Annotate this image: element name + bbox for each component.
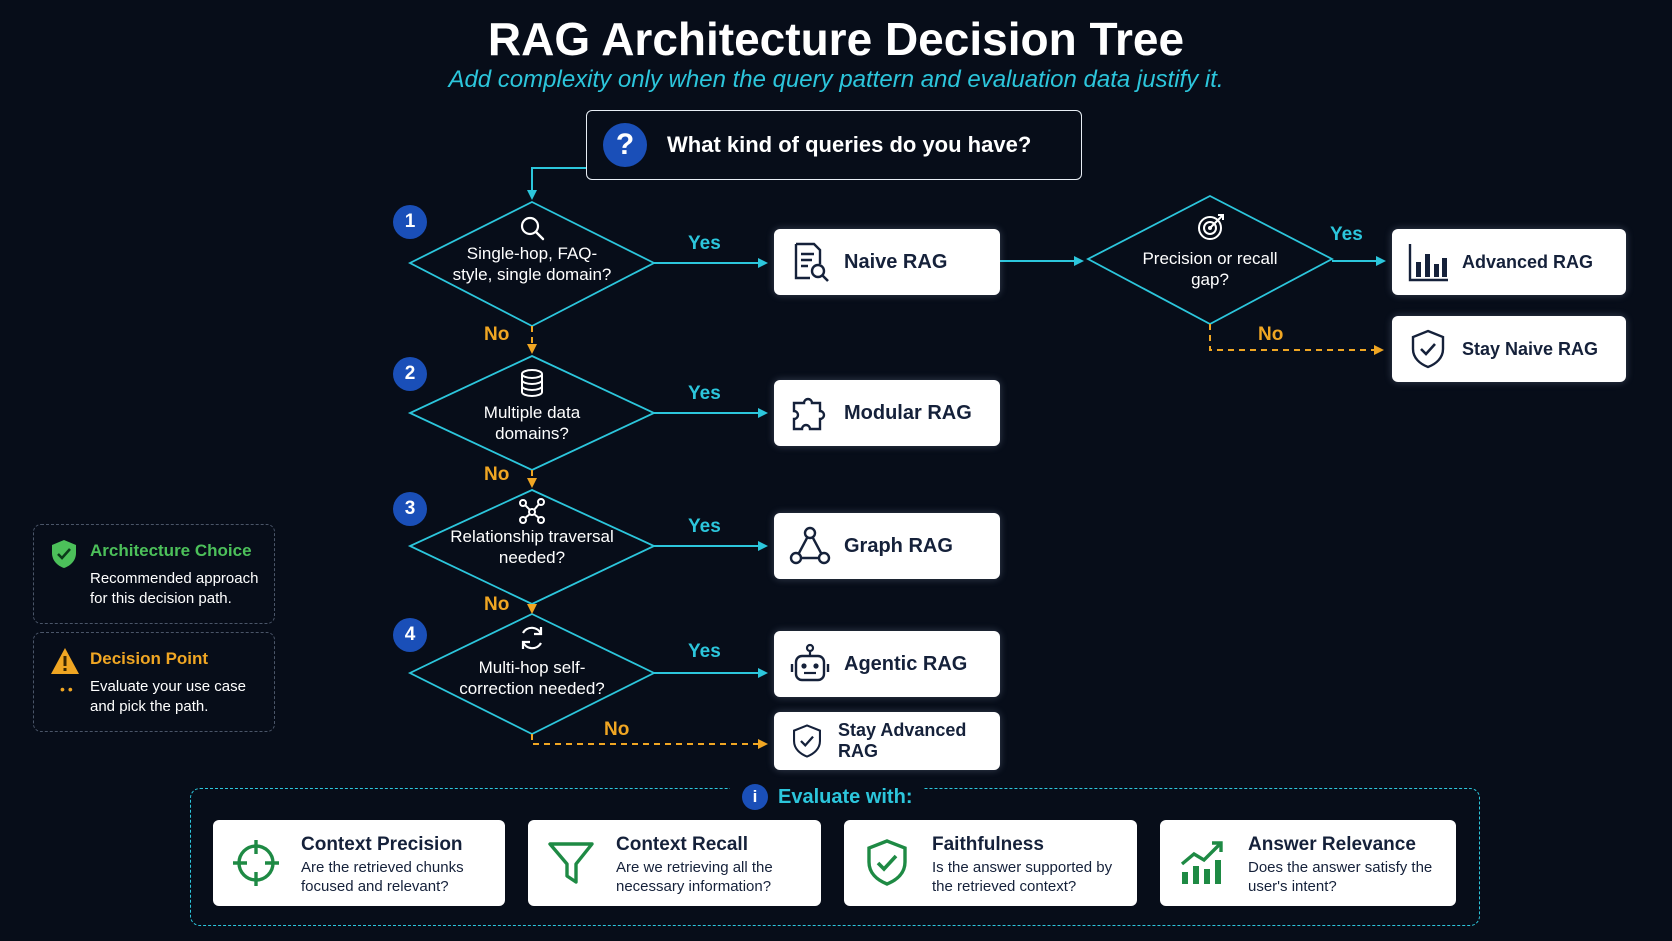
decision-text-2: Multiple data domains? [483, 403, 581, 443]
outcome-label: Graph RAG [844, 534, 953, 557]
dots-decoration: •• [60, 681, 76, 697]
no-label-5: No [1258, 324, 1284, 345]
graph-nodes-icon [519, 498, 545, 524]
robot-icon [790, 643, 830, 682]
metric-title: Context Precision [301, 834, 463, 855]
outcome-stay-naive-rag: Stay Naive RAG [1392, 316, 1626, 382]
info-icon: i [742, 784, 768, 810]
decision-text-1: Single-hop, FAQ-style, single domain? [452, 244, 612, 284]
refresh-icon [521, 626, 543, 650]
shield-check-icon [867, 839, 907, 886]
puzzle-icon [792, 397, 826, 431]
database-icon [521, 369, 543, 397]
yes-label-5: Yes [1330, 224, 1363, 245]
shield-check-icon [1411, 329, 1445, 369]
legend-description: Recommended approach for this decision p… [90, 570, 259, 607]
no-label-4: No [604, 719, 630, 740]
outcome-label: Modular RAG [844, 401, 972, 424]
shield-check-icon [52, 540, 76, 568]
yes-label-4: Yes [688, 641, 721, 662]
yes-label-3: Yes [688, 516, 721, 537]
legend-decision-point: •• Decision Point Evaluate your use case… [33, 632, 275, 732]
outcome-stay-advanced-rag: Stay Advanced RAG [774, 712, 1000, 770]
legend-description: Evaluate your use case and pick the path… [90, 678, 246, 715]
legend-title: Decision Point [90, 649, 209, 668]
filter-icon [548, 842, 594, 884]
legend-architecture-choice: Architecture Choice Recommended approach… [33, 524, 275, 624]
metric-faithfulness: Faithfulness Is the answer supported by … [844, 820, 1137, 906]
warning-icon [51, 648, 79, 674]
search-icon [520, 216, 545, 241]
trend-chart-icon [1180, 841, 1223, 884]
decision-text-5: Precision or recall gap? [1142, 249, 1278, 289]
metric-description: Does the answer satisfy the user's inten… [1248, 859, 1433, 895]
shield-check-icon [793, 724, 821, 758]
connector-no-4 [531, 734, 768, 749]
metric-context-recall: Context Recall Are we retrieving all the… [528, 820, 821, 906]
evaluate-header: i Evaluate with: [730, 784, 925, 810]
outcome-agentic-rag: Agentic RAG [774, 631, 1000, 697]
outcome-label: Agentic RAG [844, 652, 968, 675]
no-label-1: No [484, 324, 510, 345]
connector-no-5 [1209, 324, 1384, 355]
page-subtitle: Add complexity only when the query patte… [448, 66, 1224, 93]
outcome-label: Naive RAG [844, 250, 948, 273]
outcome-label: Advanced RAG [1462, 251, 1594, 272]
connector-start [527, 167, 586, 200]
no-label-3: No [484, 594, 510, 615]
metric-title: Context Recall [616, 834, 748, 855]
document-search-icon [794, 242, 829, 282]
metric-description: Are we retrieving all the necessary info… [616, 859, 773, 895]
outcome-label: Stay Advanced RAG [838, 720, 967, 761]
metric-description: Is the answer supported by the retrieved… [932, 859, 1113, 895]
question-icon: ? [603, 123, 647, 167]
outcome-modular-rag: Modular RAG [774, 380, 1000, 446]
decision-text-4: Multi-hop self-correction needed? [459, 658, 605, 698]
metric-title: Answer Relevance [1248, 834, 1416, 855]
step-number-3: 3 [393, 492, 427, 526]
page-title: RAG Architecture Decision Tree [487, 13, 1185, 65]
metric-context-precision: Context Precision Are the retrieved chun… [213, 820, 505, 906]
target-icon [1198, 214, 1224, 240]
start-question-box: ? What kind of queries do you have? [586, 110, 1082, 180]
no-label-2: No [484, 464, 510, 485]
metric-description: Are the retrieved chunks focused and rel… [301, 859, 464, 895]
metric-answer-relevance: Answer Relevance Does the answer satisfy… [1160, 820, 1456, 906]
outcome-advanced-rag: Advanced RAG [1392, 229, 1626, 295]
yes-label-1: Yes [688, 233, 721, 254]
step-number-4: 4 [393, 618, 427, 652]
step-number-1: 1 [393, 205, 427, 239]
network-icon [789, 526, 831, 565]
legend-title: Architecture Choice [90, 541, 252, 560]
outcome-label: Stay Naive RAG [1462, 338, 1599, 359]
evaluate-title: Evaluate with: [778, 785, 913, 808]
yes-label-2: Yes [688, 383, 721, 404]
metric-title: Faithfulness [932, 834, 1044, 855]
decision-text-3: Relationship traversal needed? [450, 527, 614, 567]
outcome-naive-rag: Naive RAG [774, 229, 1000, 295]
outcome-graph-rag: Graph RAG [774, 513, 1000, 579]
start-question-text: What kind of queries do you have? [667, 132, 1032, 157]
crosshair-icon [233, 840, 279, 886]
bar-chart-icon [1408, 244, 1448, 282]
step-number-2: 2 [393, 357, 427, 391]
